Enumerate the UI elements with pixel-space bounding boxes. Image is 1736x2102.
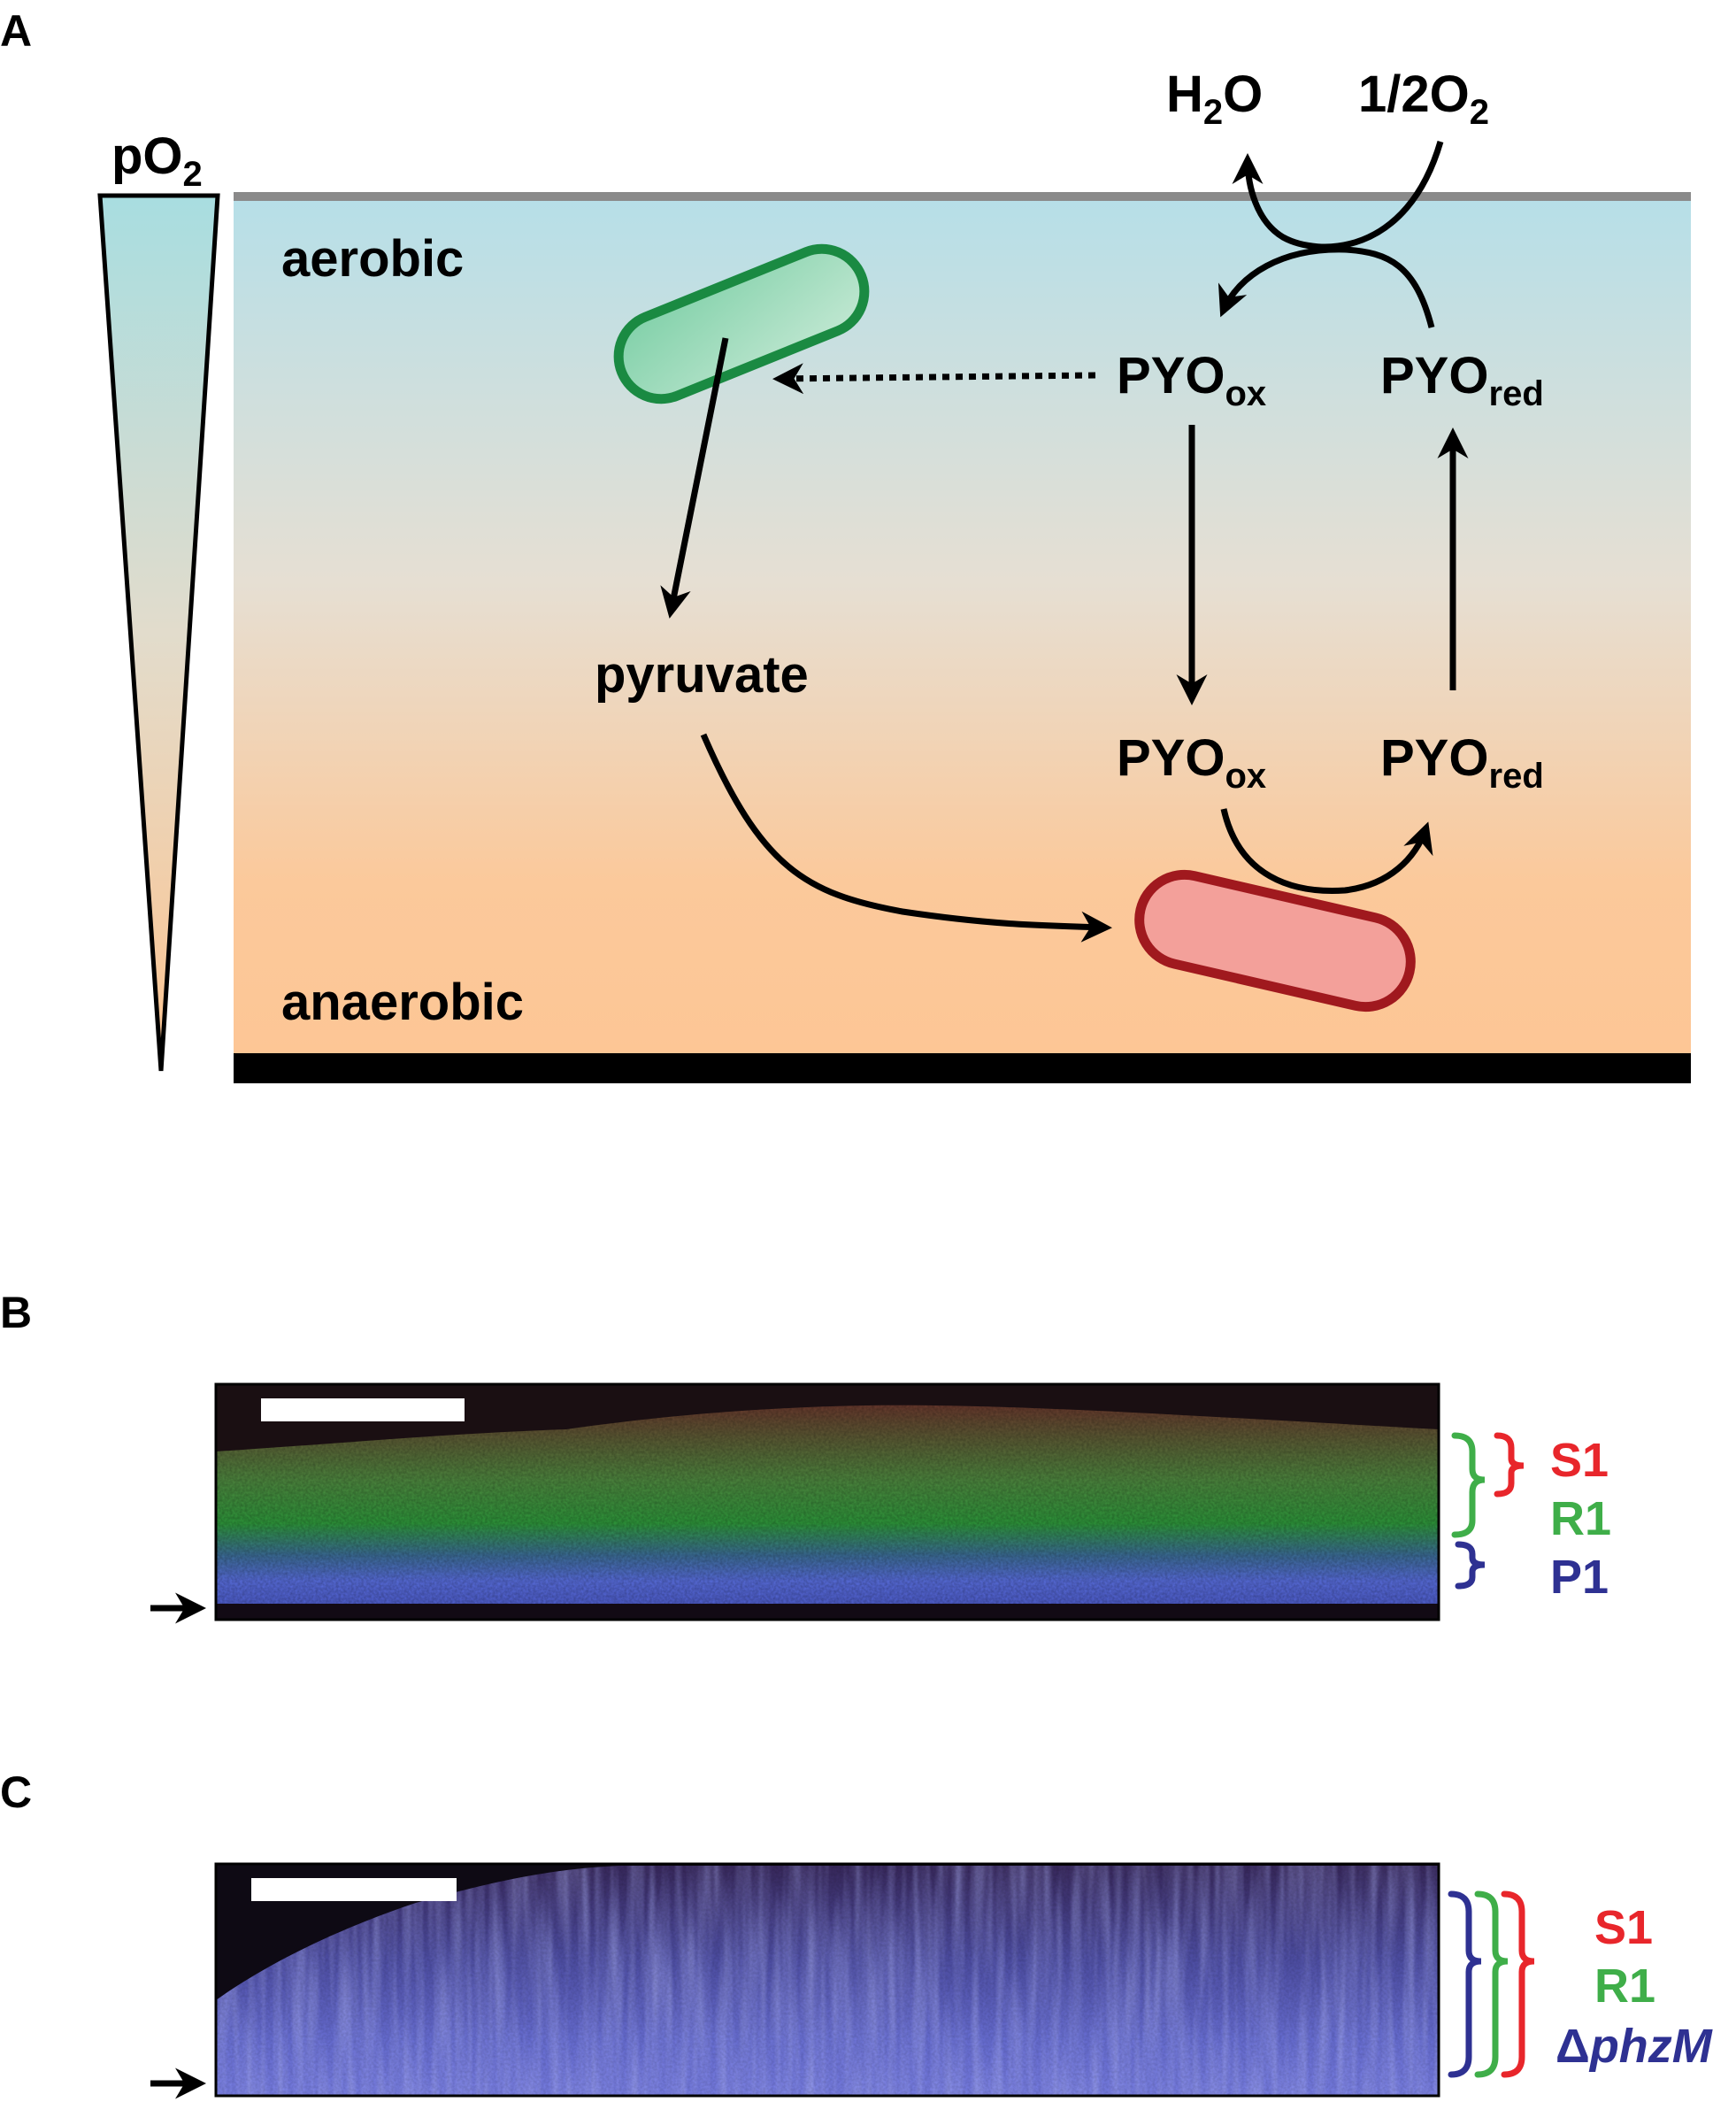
pyo-reoxidation-arrow <box>1218 246 1435 328</box>
biofilm-micrograph-mutant <box>216 1864 1439 2096</box>
bracket-s1-c <box>1501 1890 1535 2078</box>
biofilm-micrograph-wildtype <box>216 1384 1439 1620</box>
brackets-c <box>1448 1890 1535 2078</box>
brackets-b <box>1451 1432 1525 1590</box>
anaerobic-label: anaerobic <box>281 974 524 1031</box>
aerobic-label: aerobic <box>281 230 464 288</box>
bracket-r1-c <box>1474 1890 1509 2078</box>
legend-mutant-c: ΔphzM <box>1555 2020 1713 2073</box>
legend-p1-b: P1 <box>1550 1551 1609 1604</box>
reaction-arrows <box>660 141 1469 943</box>
pyo-red-top-label: PYOred <box>1380 347 1544 413</box>
water-label: H2O <box>1166 65 1263 132</box>
panel-a-letter: A <box>0 6 32 56</box>
oxygen-reduction-arrow <box>1232 141 1444 250</box>
bracket-p1-b <box>1455 1541 1486 1590</box>
pyo-ox-top-label: PYOox <box>1117 347 1266 413</box>
bracket-mutant-c <box>1448 1890 1482 2078</box>
po2-label: pO2 <box>111 127 203 194</box>
scale-bar-c <box>251 1878 457 1901</box>
scale-bar-b <box>261 1398 465 1421</box>
aerobic-cell <box>613 243 870 404</box>
substrate-base <box>234 1053 1691 1083</box>
bracket-r1-b <box>1451 1432 1486 1538</box>
pyo-reduction-arrow <box>1220 808 1433 894</box>
anaerobic-cell <box>1134 869 1416 1013</box>
pyo-red-bottom-label: PYOred <box>1380 729 1544 796</box>
legend-s1-b: S1 <box>1550 1434 1609 1487</box>
biofilm-environment <box>234 196 1691 1053</box>
oxygen-label: 1/2O2 <box>1358 65 1489 132</box>
legend-r1-b: R1 <box>1550 1492 1611 1545</box>
air-interface-line <box>234 192 1691 201</box>
bracket-s1-b <box>1494 1432 1525 1498</box>
cell-to-pyruvate-arrow <box>660 337 729 619</box>
oxygen-gradient-wedge <box>97 193 220 1072</box>
panel-c-letter: C <box>0 1767 32 1817</box>
pyo-ox-bottom-label: PYOox <box>1117 729 1266 796</box>
pyruvate-to-cell-arrow <box>700 733 1112 943</box>
panel-b-letter: B <box>0 1288 32 1337</box>
legend-s1-c: S1 <box>1594 1901 1653 1954</box>
legend-r1-c: R1 <box>1594 1960 1655 2013</box>
pyruvate-label: pyruvate <box>595 646 809 704</box>
